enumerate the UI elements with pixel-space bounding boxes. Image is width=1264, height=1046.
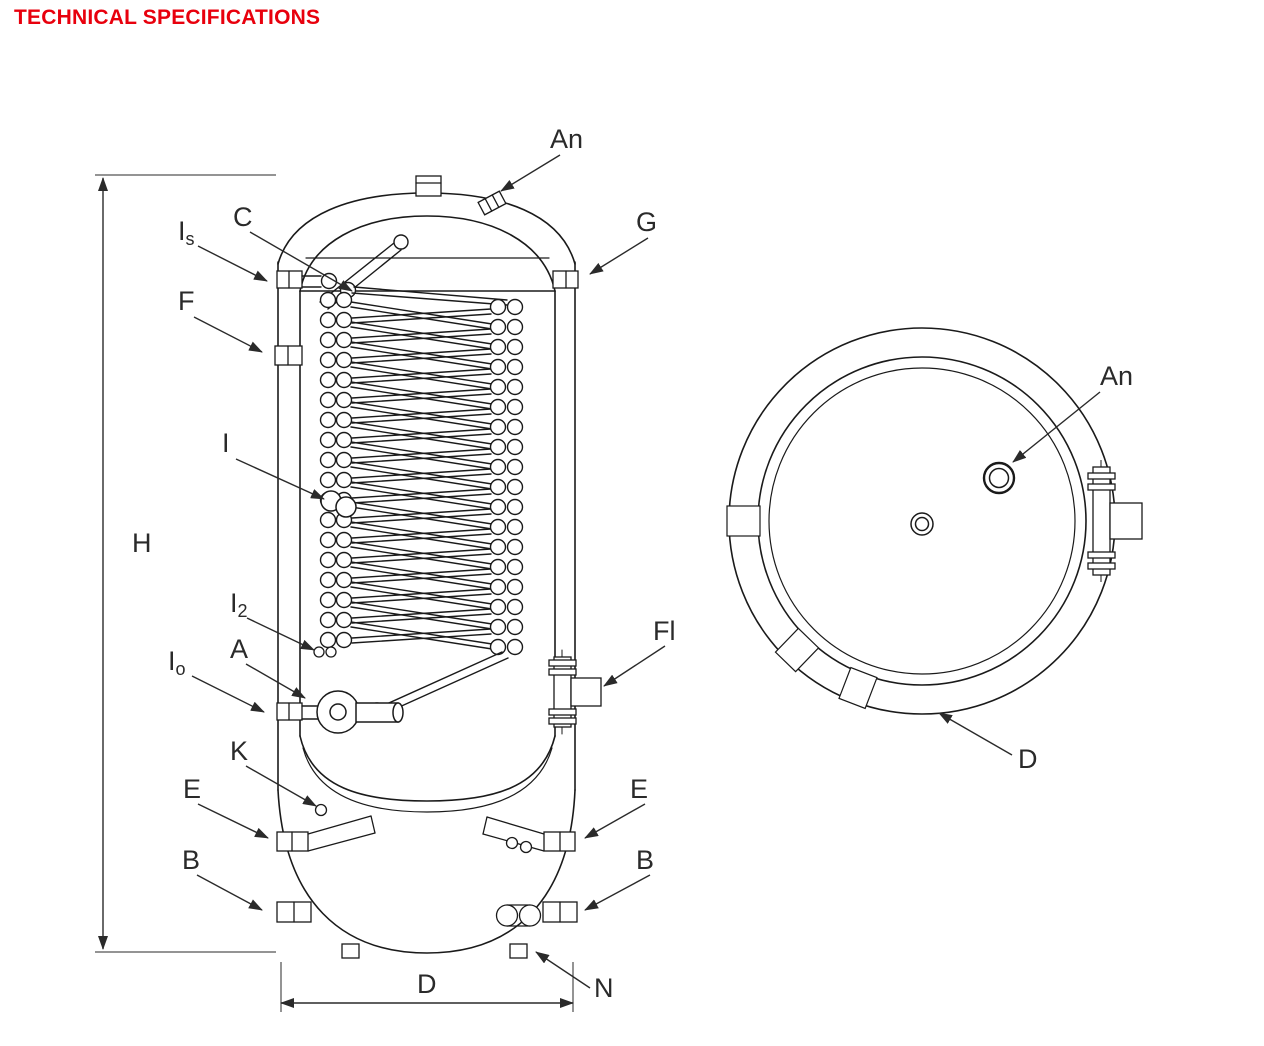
leader-n [535, 951, 591, 989]
leader-an-front [500, 154, 561, 192]
top-view-center-fitting [910, 512, 934, 536]
dimension-h [95, 174, 276, 953]
label-c: C [233, 202, 253, 232]
label-b-left: B [182, 845, 200, 875]
sensor-k [314, 803, 328, 817]
leader-i2 [246, 617, 315, 651]
fitting-is [276, 270, 303, 289]
leader-c [249, 231, 353, 292]
leader-is [197, 245, 268, 282]
label-d-top: D [1018, 744, 1038, 774]
sensor-well-i [320, 490, 357, 518]
label-n: N [594, 973, 614, 1003]
label-an-front: An [550, 124, 583, 154]
fitting-io [276, 702, 303, 721]
label-h: H [132, 528, 152, 558]
label-a: A [230, 634, 248, 664]
leader-f [193, 316, 263, 353]
top-view [726, 327, 1143, 715]
anode-fitting [477, 190, 507, 216]
front-view [274, 175, 602, 959]
leader-b-right [584, 874, 651, 911]
leader-k [245, 765, 317, 807]
flange-fl [548, 649, 602, 735]
fitting-b-left [276, 901, 312, 923]
label-k: K [230, 736, 248, 766]
leader-fl [603, 645, 666, 687]
fitting-e-right [482, 816, 576, 854]
fitting-f [274, 345, 303, 366]
leader-g [589, 237, 649, 275]
label-f: F [178, 286, 195, 316]
leader-e-left [197, 803, 269, 839]
leader-d-top [938, 712, 1013, 756]
label-b-right: B [636, 845, 654, 875]
label-i2: I2 [230, 588, 248, 621]
leader-io [191, 675, 265, 713]
leader-lines-top [938, 391, 1101, 756]
label-g: G [636, 207, 657, 237]
labels-front: An Is C F G I I2 A Io K E B E B Fl N H D [132, 124, 676, 1003]
leader-e-right [584, 803, 646, 839]
fitting-b-right [495, 901, 578, 927]
fitting-e-left [276, 815, 376, 852]
connection-a [301, 690, 404, 734]
label-is: Is [178, 216, 195, 249]
top-view-flange [1087, 460, 1143, 582]
label-e-right: E [630, 774, 648, 804]
top-pipe-fitting [415, 175, 442, 197]
fitting-g [552, 270, 579, 289]
labels-top: An D [1018, 361, 1133, 774]
heating-coil [301, 234, 524, 720]
leader-b-left [196, 874, 263, 911]
label-i: I [222, 428, 230, 458]
label-e-left: E [183, 774, 201, 804]
page-title: TECHNICAL SPECIFICATIONS [14, 6, 321, 29]
leader-i [235, 458, 325, 500]
dimension-d-front [280, 962, 574, 1012]
label-an-top: An [1100, 361, 1133, 391]
sensor-well-i2 [313, 646, 337, 658]
leader-lines-front [191, 154, 666, 989]
label-d-front: D [417, 969, 437, 999]
label-io: Io [168, 646, 186, 679]
top-view-jacket-tabs [726, 505, 878, 710]
leader-an-top [1012, 391, 1101, 463]
tank-feet [341, 943, 528, 959]
top-view-anode-port [982, 461, 1016, 495]
label-fl: Fl [653, 616, 676, 646]
leader-a [245, 663, 306, 699]
